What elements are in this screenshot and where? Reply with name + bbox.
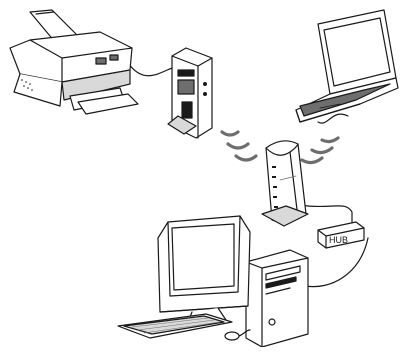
desktop-monitor-icon [158,216,250,322]
desktop-tower-icon [246,250,308,347]
server-side-waves-icon [222,132,256,160]
wireless-access-point-icon [262,141,308,226]
hub-label: HUB [329,235,348,245]
keyboard-icon [118,314,232,338]
desktop-computer-icon [118,216,308,347]
printer-icon [10,10,138,114]
network-hub-icon: HUB [318,222,364,248]
ap-to-hub-cable [300,205,352,226]
wireless-print-server-icon [168,48,212,138]
laptop-icon [296,10,398,122]
laptop-side-waves-icon [302,138,338,163]
